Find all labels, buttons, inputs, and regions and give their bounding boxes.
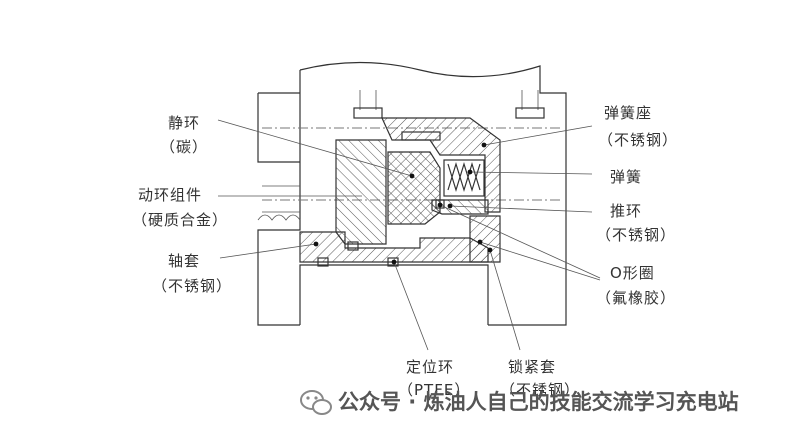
stationary-ring: [387, 151, 441, 225]
label-rotating-assembly-material: （硬质合金）: [132, 211, 228, 229]
label-o-ring: O形圈: [610, 264, 655, 282]
label-lock-sleeve: 锁紧套: [508, 358, 556, 376]
label-o-ring-material: （氟橡胶）: [596, 289, 676, 307]
lock-sleeve: [469, 215, 501, 263]
label-locating-ring-material: （PTFE）: [398, 381, 470, 399]
label-shaft-sleeve-material: （不锈钢）: [152, 277, 232, 295]
labels: 静环 （碳） 动环组件 （硬质合金） 轴套 （不锈钢） 弹簧座 （不锈钢） 弹簧…: [132, 104, 678, 399]
push-ring: [431, 199, 489, 215]
label-push-ring: 推环: [610, 202, 642, 220]
label-spring: 弹簧: [610, 168, 642, 186]
label-stationary-ring-material: （碳）: [160, 138, 208, 156]
spring-seat-pin: [401, 131, 441, 141]
label-locating-ring: 定位环: [406, 358, 454, 376]
label-spring-seat-material: （不锈钢）: [598, 131, 678, 149]
rotating-ring: [335, 139, 387, 245]
leader-lines: [217, 119, 601, 351]
label-spring-seat: 弹簧座: [604, 104, 652, 122]
label-rotating-assembly: 动环组件: [138, 186, 202, 204]
label-lock-sleeve-material: （不锈钢）: [500, 381, 580, 399]
spring: [443, 159, 485, 197]
label-stationary-ring: 静环: [168, 114, 200, 132]
watermark-text: 公众号 · 炼油人自己的技能交流学习充电站: [338, 390, 739, 414]
label-push-ring-material: （不锈钢）: [596, 226, 676, 244]
o-rings: [317, 199, 445, 267]
watermark: 公众号 · 炼油人自己的技能交流学习充电站: [300, 390, 739, 415]
label-shaft-sleeve: 轴套: [168, 252, 200, 270]
leader-dots: [313, 142, 493, 265]
wechat-icon: [300, 390, 332, 415]
